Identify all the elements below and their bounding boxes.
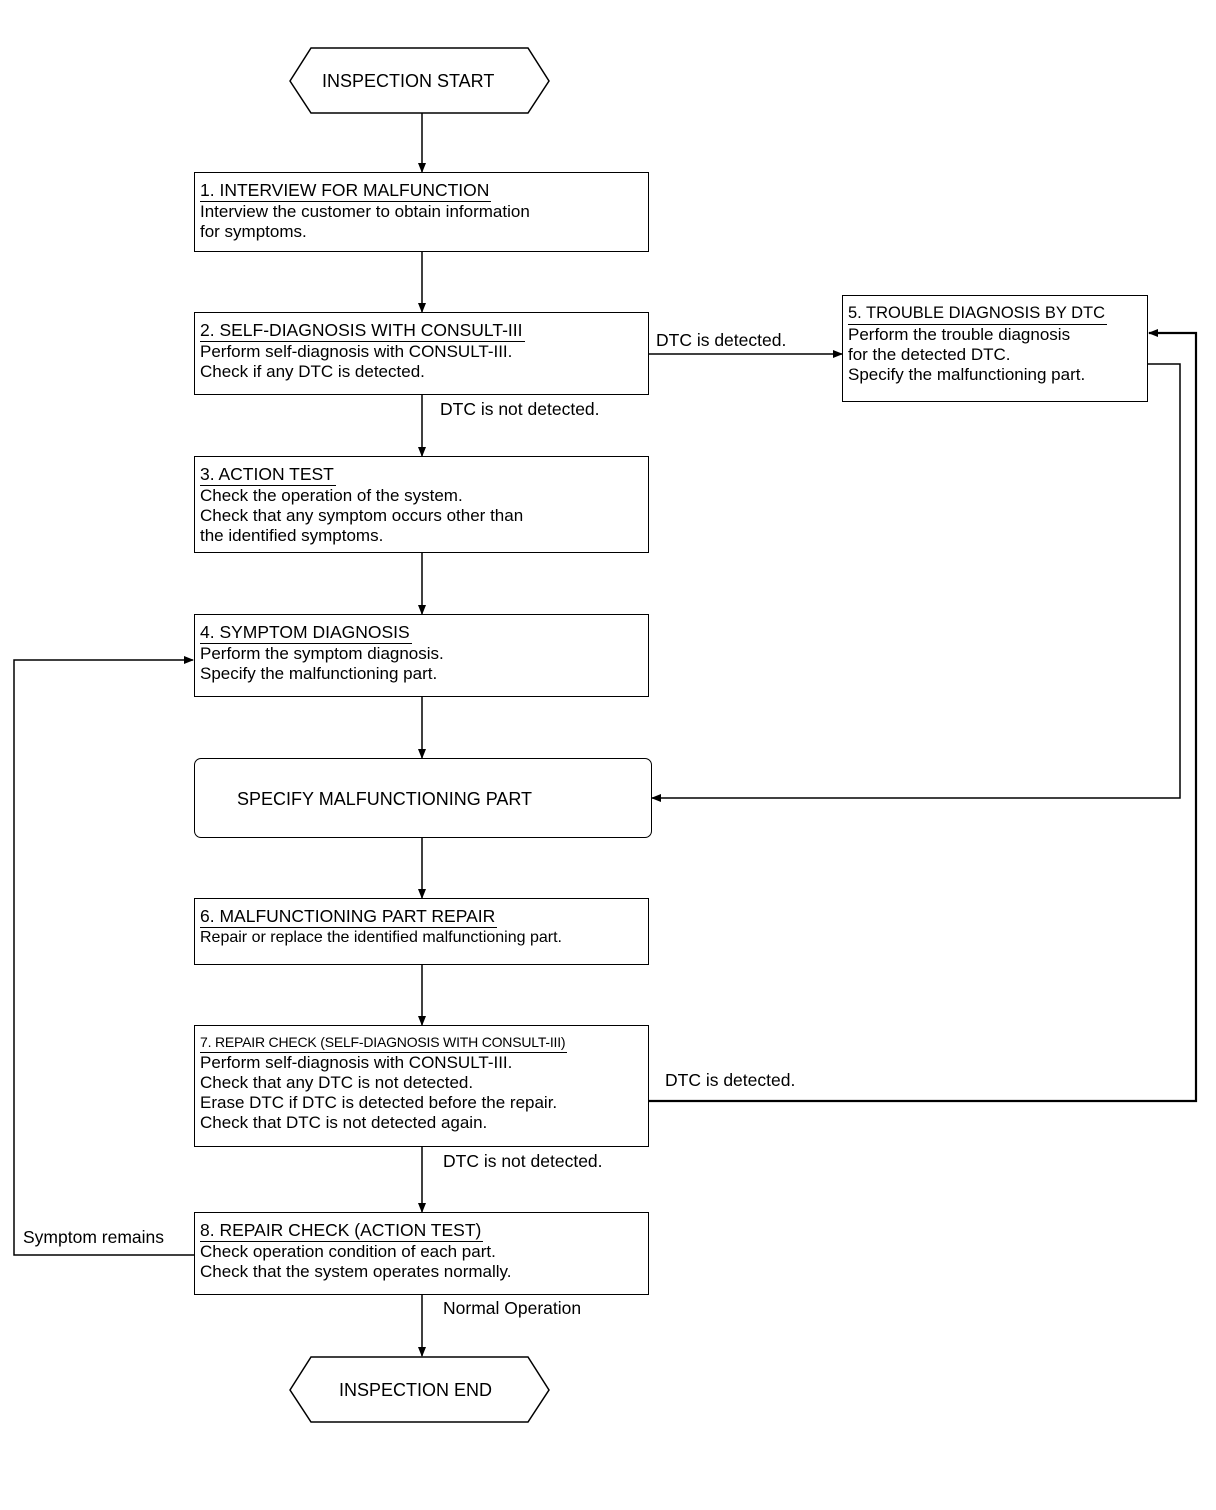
step-5-line-3: Specify the malfunctioning part.: [848, 365, 1086, 384]
step-3-line-2: Check that any symptom occurs other than: [200, 506, 524, 525]
end-terminal-shape: [289, 1356, 550, 1423]
start-terminal-shape: [289, 47, 550, 114]
step-1-title: 1. INTERVIEW FOR MALFUNCTION: [200, 180, 492, 202]
step-2-line-2: Check if any DTC is detected.: [200, 362, 425, 381]
step-5-title: 5. TROUBLE DIAGNOSIS BY DTC: [848, 302, 1108, 325]
step-3-line-3: the identified symptoms.: [200, 526, 384, 545]
specify-malfunctioning-part-label: SPECIFY MALFUNCTIONING PART: [237, 789, 533, 809]
specify-malfunctioning-part-box: SPECIFY MALFUNCTIONING PART: [194, 758, 652, 838]
step-8-box: 8. REPAIR CHECK (ACTION TEST) Check oper…: [194, 1212, 649, 1295]
step-4-line-2: Specify the malfunctioning part.: [200, 664, 438, 683]
edge-label-symptom-remains: Symptom remains: [23, 1227, 165, 1247]
step-4-title: 4. SYMPTOM DIAGNOSIS: [200, 622, 412, 644]
step-7-line-1: Perform self-diagnosis with CONSULT-III.: [200, 1053, 513, 1072]
inspection-end-label: INSPECTION END: [339, 1380, 493, 1400]
step-5-line-2: for the detected DTC.: [848, 345, 1011, 364]
step-7-line-3: Erase DTC if DTC is detected before the …: [200, 1093, 558, 1112]
step-4-line-1: Perform the symptom diagnosis.: [200, 644, 444, 663]
step-3-title: 3. ACTION TEST: [200, 464, 336, 486]
step-8-line-1: Check operation condition of each part.: [200, 1242, 496, 1261]
edge-label-dtc-not-detected-7: DTC is not detected.: [443, 1151, 603, 1171]
step-3-line-1: Check the operation of the system.: [200, 486, 463, 505]
step-5-line-1: Perform the trouble diagnosis: [848, 325, 1071, 344]
step-7-line-2: Check that any DTC is not detected.: [200, 1073, 474, 1092]
arrow-8-to-4: [13, 656, 194, 1256]
step-6-box: 6. MALFUNCTIONING PART REPAIR Repair or …: [194, 898, 649, 965]
arrow-5-to-specify: [651, 363, 1181, 802]
step-6-title: 6. MALFUNCTIONING PART REPAIR: [200, 906, 498, 928]
edge-label-dtc-detected-2: DTC is detected.: [656, 330, 787, 350]
step-8-title: 8. REPAIR CHECK (ACTION TEST): [200, 1220, 484, 1242]
step-7-line-4: Check that DTC is not detected again.: [200, 1113, 488, 1132]
step-2-line-1: Perform self-diagnosis with CONSULT-III.: [200, 342, 513, 361]
step-7-box: 7. REPAIR CHECK (SELF-DIAGNOSIS WITH CON…: [194, 1025, 649, 1147]
step-7-title: 7. REPAIR CHECK (SELF-DIAGNOSIS WITH CON…: [200, 1032, 568, 1053]
arrow-7-to-5: [648, 329, 1198, 1103]
inspection-start-label: INSPECTION START: [322, 71, 495, 91]
step-2-box: 2. SELF-DIAGNOSIS WITH CONSULT-III Perfo…: [194, 312, 649, 395]
step-4-box: 4. SYMPTOM DIAGNOSIS Perform the symptom…: [194, 614, 649, 697]
step-3-box: 3. ACTION TEST Check the operation of th…: [194, 456, 649, 553]
step-6-line-1: Repair or replace the identified malfunc…: [200, 929, 562, 946]
step-1-line-1: Interview the customer to obtain informa…: [200, 202, 530, 221]
edge-label-dtc-not-detected-2: DTC is not detected.: [440, 399, 600, 419]
step-8-line-2: Check that the system operates normally.: [200, 1262, 512, 1281]
step-5-box: 5. TROUBLE DIAGNOSIS BY DTC Perform the …: [842, 295, 1148, 402]
edge-label-normal-operation: Normal Operation: [443, 1298, 582, 1318]
step-2-title: 2. SELF-DIAGNOSIS WITH CONSULT-III: [200, 320, 525, 342]
step-1-box: 1. INTERVIEW FOR MALFUNCTION Interview t…: [194, 172, 649, 252]
edge-label-dtc-detected-7: DTC is detected.: [665, 1070, 796, 1090]
step-1-line-2: for symptoms.: [200, 222, 307, 241]
